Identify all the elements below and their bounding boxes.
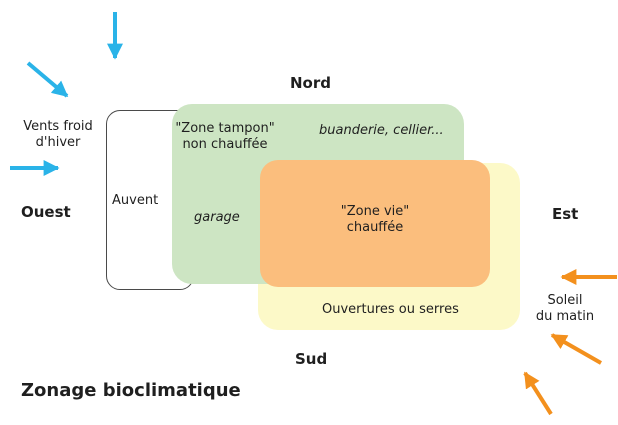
- direction-south: Sud: [295, 350, 328, 368]
- direction-east: Est: [552, 205, 579, 223]
- cold-winds-label: Vents froid d'hiver: [8, 119, 108, 151]
- zone-vie-title: "Zone vie" chauffée: [315, 204, 435, 236]
- morning-sun-arrow-upper-diagonal-icon: [550, 333, 602, 365]
- zone-auvent-label: Auvent: [112, 193, 159, 208]
- direction-north: Nord: [290, 74, 331, 92]
- cold-wind-arrow-diagonal-icon: [26, 61, 69, 98]
- zone-vie-title-line2: chauffée: [346, 220, 404, 235]
- diagram-title: Zonage bioclimatique: [21, 380, 241, 401]
- morning-sun-arrow-lower-diagonal-icon: [523, 371, 553, 416]
- direction-west: Ouest: [21, 203, 71, 221]
- cold-winds-line2: d'hiver: [35, 135, 81, 150]
- zone-tampon-title-line1: "Zone tampon": [175, 121, 275, 136]
- zone-tampon-title: "Zone tampon" non chauffée: [168, 121, 282, 153]
- zone-tampon-items-north: buanderie, cellier...: [319, 123, 444, 138]
- zone-tampon-title-line2: non chauffée: [182, 137, 268, 152]
- morning-sun-label: Soleil du matin: [525, 293, 605, 325]
- morning-sun-line1: Soleil: [547, 293, 583, 308]
- zone-vie-title-line1: "Zone vie": [340, 204, 410, 219]
- zone-ouvertures-label: Ouvertures ou serres: [322, 302, 459, 317]
- cold-winds-line1: Vents froid: [23, 119, 93, 134]
- zone-tampon-items-west: garage: [194, 210, 240, 225]
- zone-vie-rect: [260, 160, 490, 287]
- morning-sun-line2: du matin: [535, 309, 595, 324]
